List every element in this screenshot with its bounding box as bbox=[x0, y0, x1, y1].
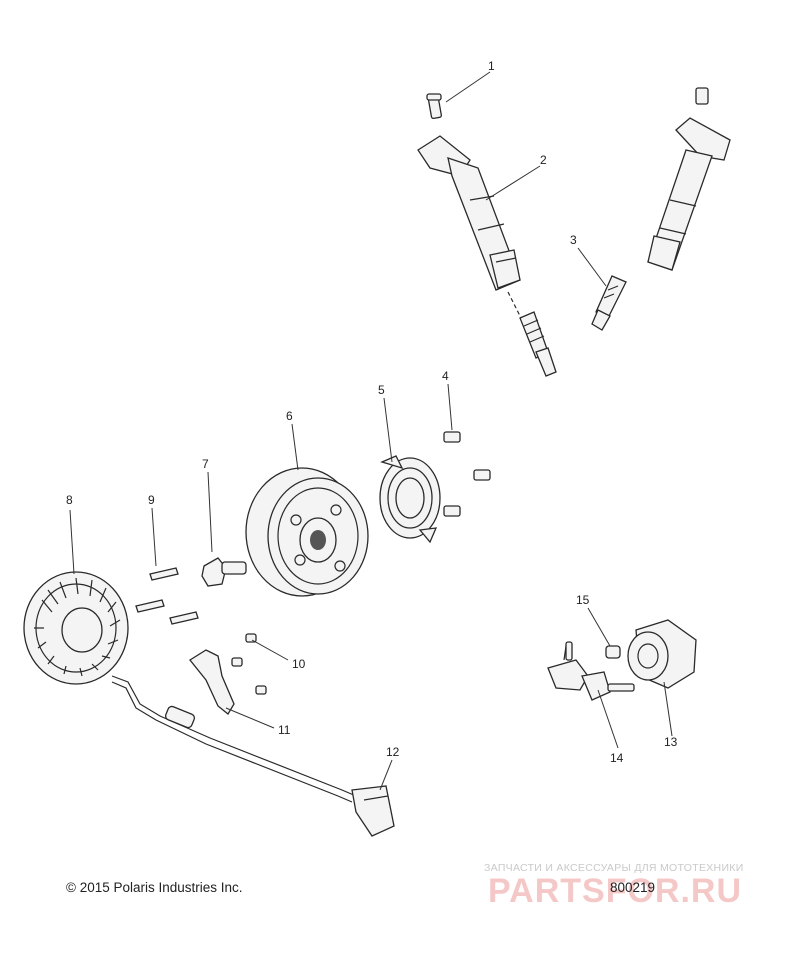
ignition-coil-rear-part bbox=[647, 87, 731, 271]
stator-part bbox=[23, 571, 129, 685]
copyright-text: © 2015 Polaris Industries Inc. bbox=[66, 880, 243, 895]
callout-6: 6 bbox=[286, 409, 293, 423]
callout-7: 7 bbox=[202, 457, 209, 471]
callout-12: 12 bbox=[386, 745, 400, 759]
keys-part bbox=[547, 641, 635, 701]
spark-plug-part bbox=[591, 275, 627, 331]
callout-15: 15 bbox=[576, 593, 590, 607]
callout-13: 13 bbox=[664, 735, 678, 749]
callout-3: 3 bbox=[570, 233, 577, 247]
callout-8: 8 bbox=[66, 493, 73, 507]
ignition-coil-part bbox=[417, 135, 521, 291]
bolts-part-4 bbox=[443, 431, 491, 517]
callout-9: 9 bbox=[148, 493, 155, 507]
stator-bolts-part bbox=[135, 567, 199, 625]
ignition-switch-part bbox=[627, 619, 697, 689]
coil-bolt-part bbox=[426, 93, 442, 120]
flywheel-bolt-part bbox=[201, 557, 247, 587]
screws-part-10 bbox=[231, 633, 267, 695]
watermark-logo: PARTSFOR.RU bbox=[488, 872, 743, 910]
callout-10: 10 bbox=[292, 657, 306, 671]
leader-lines bbox=[69, 71, 673, 791]
callout-2: 2 bbox=[540, 153, 547, 167]
bearing-plate-part bbox=[379, 455, 441, 544]
wire-bracket-part bbox=[189, 649, 235, 715]
document-number: 800219 bbox=[610, 880, 656, 895]
callout-11: 11 bbox=[278, 723, 291, 737]
watermark-tagline: ЗАПЧАСТИ И АКСЕССУАРЫ ДЛЯ МОТОТЕХНИКИ bbox=[484, 862, 744, 874]
callout-1: 1 bbox=[488, 59, 495, 73]
flywheel-part bbox=[245, 467, 369, 597]
spark-plug-front-part bbox=[507, 291, 557, 377]
switch-screw-part bbox=[605, 645, 621, 659]
callout-4: 4 bbox=[442, 369, 449, 383]
callout-14: 14 bbox=[610, 751, 624, 765]
callout-5: 5 bbox=[378, 383, 385, 397]
wire-harness-part bbox=[111, 675, 395, 837]
